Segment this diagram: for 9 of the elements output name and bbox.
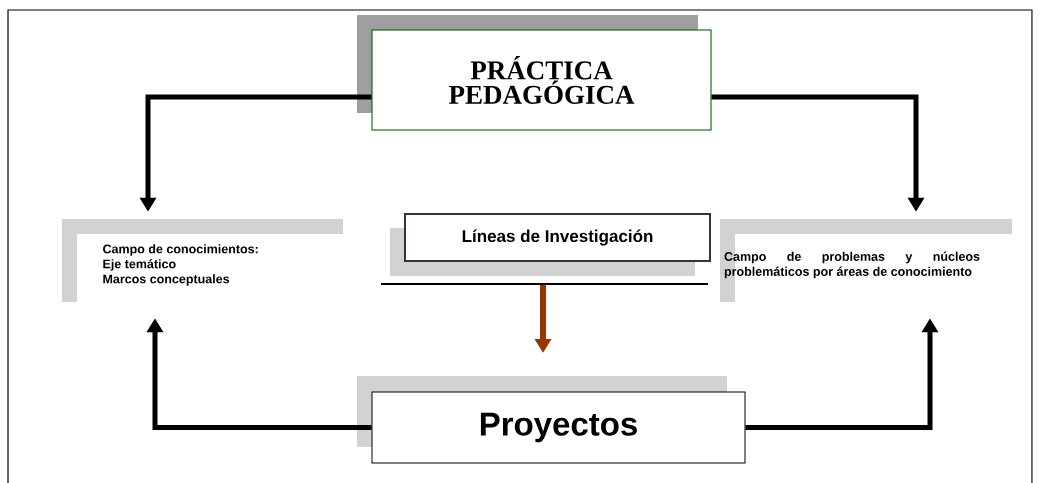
text-panel: Campo de problemas y núcleos problemáticos por áreas de conocimiento bbox=[720, 219, 1012, 302]
node-label: Marcos conceptuales bbox=[103, 274, 230, 286]
node-label: Campo de conocimientos: bbox=[103, 244, 258, 256]
project-box: Proyectos bbox=[357, 376, 746, 464]
text-panel: Campo de conocimientos: Eje temático Marcos conceptuales bbox=[62, 219, 343, 302]
title-box: PRÁCTICA PEDAGÓGICA bbox=[357, 15, 712, 131]
node-label: Eje temático bbox=[103, 259, 176, 271]
heading-box: Líneas de Investigación bbox=[380, 213, 711, 285]
node-label: Campo de problemas y núcleos problemáticos por áreas de conocimiento bbox=[724, 251, 980, 279]
